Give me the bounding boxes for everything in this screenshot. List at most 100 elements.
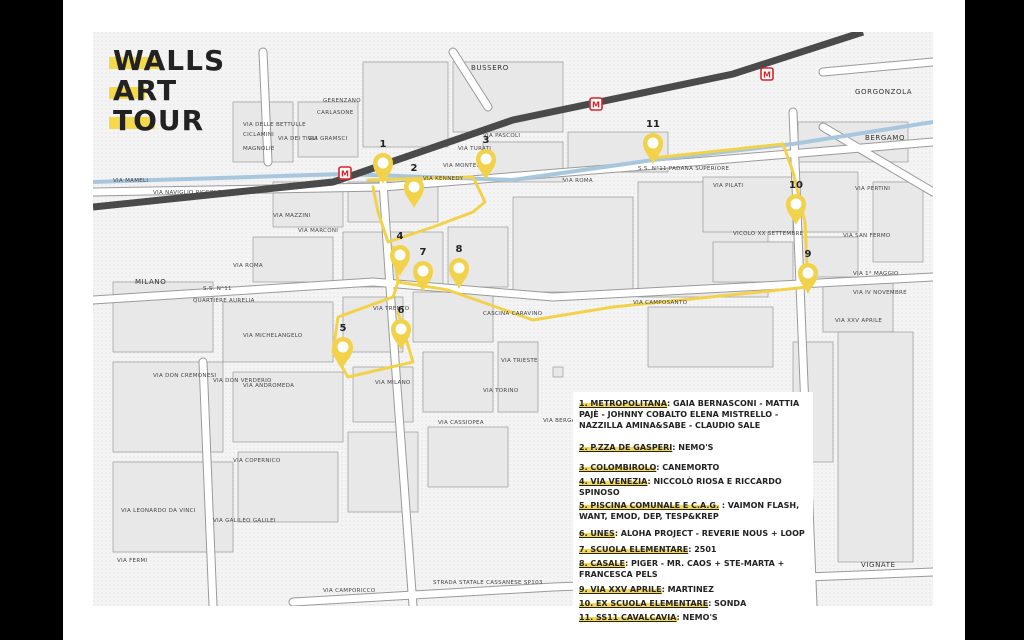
map[interactable]: M M M VIA MAMELI VIA NAVIGLIO PICCOLO VI…: [93, 32, 933, 638]
street-label: VIA DELLE BETTULLE: [243, 122, 306, 128]
pin-center: [417, 265, 429, 277]
metro-station-icon[interactable]: M: [589, 97, 603, 111]
street-label: VIA KENNEDY: [423, 176, 464, 182]
street-label: VIA MILANO: [375, 380, 411, 386]
legend-item-artists: : MARTINEZ: [661, 585, 714, 594]
legend: 1. METROPOLITANA: GAIA BERNASCONI - MATT…: [573, 392, 813, 638]
street-label: VIA NAVIGLIO PICCOLO: [153, 190, 222, 196]
legend-item-name: 11. SS11 CAVALCAVIA: [579, 613, 677, 622]
street-label: GERENZANO: [323, 98, 361, 104]
legend-item: 11. SS11 CAVALCAVIA: NEMO'S: [579, 612, 811, 623]
street-label: CICLAMINI: [243, 132, 274, 138]
street-label: VIA PASCOLI: [483, 133, 520, 139]
svg-text:M: M: [592, 101, 600, 110]
legend-item-artists: : NEMO'S: [676, 613, 718, 622]
street-label: VICOLO XX SETTEMBRE: [733, 231, 804, 237]
canal: [93, 120, 933, 184]
pin-center: [394, 249, 406, 261]
legend-item-name: 7. SCUOLA ELEMENTARE: [579, 545, 689, 554]
pin-center: [408, 181, 420, 193]
street-label: VIA LEONARDO DA VINCI: [121, 508, 196, 514]
map-pin-icon[interactable]: 6: [391, 305, 411, 350]
pins: 1 2 3 4 56 7 8 9 10 11: [333, 119, 818, 368]
legend-item-artists: : SONDA: [708, 599, 747, 608]
map-pin-icon[interactable]: 8: [449, 244, 469, 289]
street-label: VIA PILATI: [713, 183, 743, 189]
street-label: VIA DON VERDERIO: [213, 378, 272, 384]
street-label: VIA 1° MAGGIO: [853, 271, 899, 277]
street-label: STRADA STATALE CASSANESE SP103: [433, 580, 543, 586]
street-label: VIA TRENTO: [373, 306, 410, 312]
legend-item: 4. VIA VENEZIA: NICCOLÒ RIOSA E RICCARDO…: [579, 476, 811, 498]
map-pin-icon[interactable]: 7: [413, 247, 433, 292]
metro-station-icon[interactable]: M: [760, 67, 774, 81]
map-pin-icon[interactable]: 11: [643, 119, 663, 164]
legend-item-artists: : CANEMORTO: [656, 463, 720, 472]
legend-item-name: 6. UNES: [579, 529, 615, 538]
street-label: MAGNOLIE: [243, 146, 275, 152]
title-line-1: WALLS: [113, 44, 226, 77]
pin-center: [377, 157, 389, 169]
legend-item: 3. COLOMBIROLO: CANEMORTO: [579, 462, 811, 473]
map-pin-icon[interactable]: 5: [333, 323, 353, 368]
pin-number: 10: [789, 180, 803, 191]
pin-number: 7: [420, 247, 427, 258]
page-frame: M M M VIA MAMELI VIA NAVIGLIO PICCOLO VI…: [63, 0, 965, 640]
street-label: VIA MONTERANA: [443, 163, 493, 169]
city-label-milano: MILANO: [135, 278, 166, 286]
street-label: VIA SAN FERMO: [843, 233, 891, 239]
pin-center: [453, 262, 465, 274]
street-label: VIA CAMPOSANTO: [633, 300, 688, 306]
street-label: VIA TURATI: [458, 146, 491, 152]
legend-item-artists: : PIGER - MR. CAOS + STE-MARTA + FRANCES…: [579, 559, 785, 579]
street-label: VIA GALILEO GALILEI: [213, 518, 276, 524]
street-label: VIA COPERNICO: [233, 458, 281, 464]
street-label: VIA DON CREMONESI: [153, 373, 216, 379]
street-label: CARLASONE: [317, 110, 354, 116]
pin-center: [802, 267, 814, 279]
pin-number: 1: [380, 139, 387, 150]
city-label-vignate: VIGNATE: [861, 561, 896, 569]
street-label: VIA MICHELANGELO: [243, 333, 303, 339]
legend-item-name: 1. METROPOLITANA: [579, 399, 668, 408]
street-label: VIA MARCONI: [298, 228, 338, 234]
legend-item-artists: : VAIMON FLASH, WANT, EMOD, DEP, TESP&KR…: [579, 501, 800, 521]
legend-item-artists: : GAIA BERNASCONI - MATTIA PAJÈ - JOHNNY…: [579, 399, 800, 430]
pin-center: [647, 137, 659, 149]
legend-item: 2. P.ZZA DE GASPERI: NEMO'S: [579, 442, 811, 453]
map-pin-icon[interactable]: 10: [786, 180, 806, 225]
map-pin-icon[interactable]: 9: [798, 249, 818, 294]
street-label: VIA DEI TIGLI: [278, 136, 318, 142]
legend-item-name: 8. CASALE: [579, 559, 625, 568]
legend-item-artists: : 2501: [688, 545, 717, 554]
city-label-gorgonzola: GORGONZOLA: [855, 88, 912, 96]
pin-center: [790, 198, 802, 210]
pin-number: 11: [646, 119, 660, 130]
street-label: VIA MAMELI: [113, 178, 148, 184]
legend-item: 1. METROPOLITANA: GAIA BERNASCONI - MATT…: [579, 398, 811, 431]
street-label: VIA ANDROMEDA: [243, 383, 294, 389]
street-label: S.S. N°11: [203, 286, 232, 292]
metro-station-icon[interactable]: M: [338, 166, 352, 180]
legend-item-artists: : NEMO'S: [672, 443, 714, 452]
street-label: QUARTIERE AURELIA: [193, 298, 255, 304]
street-label: VIA ROMA: [233, 263, 263, 269]
map-pin-icon[interactable]: 3: [476, 135, 496, 180]
pin-center: [480, 153, 492, 165]
title-line-2: ART: [113, 74, 178, 107]
street-label: VIA MAZZINI: [273, 213, 311, 219]
legend-item: 7. SCUOLA ELEMENTARE: 2501: [579, 544, 811, 555]
legend-item-name: 10. EX SCUOLA ELEMENTARE: [579, 599, 709, 608]
legend-item: 10. EX SCUOLA ELEMENTARE: SONDA: [579, 598, 811, 609]
city-label-bergamo: BERGAMO: [865, 134, 905, 142]
legend-item: 5. PISCINA COMUNALE E C.A.G. : VAIMON FL…: [579, 500, 811, 522]
legend-item-artists: : ALOHA PROJECT - REVERIE NOUS + LOOP: [614, 529, 805, 538]
map-pin-icon[interactable]: 1: [373, 139, 393, 184]
map-pin-icon[interactable]: 4: [390, 231, 410, 276]
railway: [93, 32, 865, 211]
legend-item: 8. CASALE: PIGER - MR. CAOS + STE-MARTA …: [579, 558, 811, 580]
map-pin-icon[interactable]: 2: [404, 163, 424, 208]
street-label: VIA XXV APRILE: [835, 318, 882, 324]
street-label: VIA GRAMSCI: [308, 136, 348, 142]
legend-item-name: 5. PISCINA COMUNALE E C.A.G.: [579, 501, 720, 510]
